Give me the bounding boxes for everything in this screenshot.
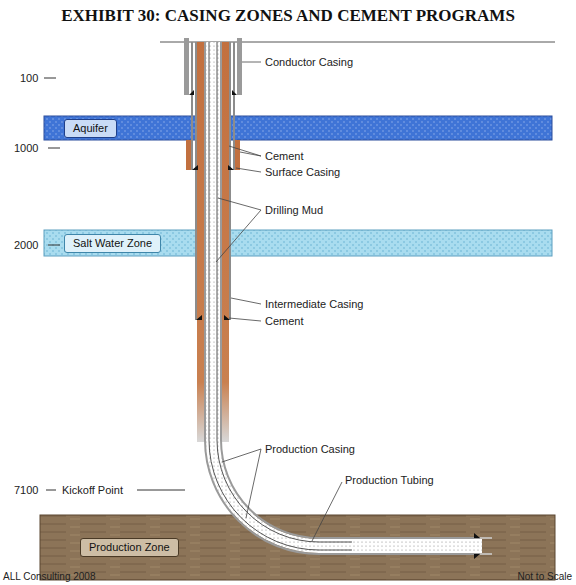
part-label: Cement [265,315,304,328]
depth-number: 100 [20,72,38,85]
production-casing [205,42,480,554]
cement [235,140,240,170]
scale-note: Not to Scale [518,570,572,583]
surface-casing [233,42,235,170]
drilling-mud [213,42,482,546]
depth-number: 7100 [14,484,38,497]
part-label: Production Casing [265,443,355,456]
conductor-casing [237,38,242,95]
depth-label: Kickoff Point [62,484,123,497]
part-label: Cement [265,150,304,163]
part-label: Production Tubing [345,474,434,487]
part-label: Drilling Mud [265,204,323,217]
salt-water-band [44,230,552,256]
cement [197,42,205,442]
intermediate-casing [195,42,197,320]
zone-label: Aquifer [64,119,117,138]
production-casing [221,42,480,538]
figure-title: EXHIBIT 30: CASING ZONES AND CEMENT PROG… [0,6,576,26]
part-label: Conductor Casing [265,56,353,69]
depth-number: 2000 [14,239,38,252]
open-hole [480,538,492,554]
depth-number: 1000 [14,142,38,155]
casing-shoe [196,315,230,320]
surface-casing [191,42,193,170]
part-label: Intermediate Casing [265,298,363,311]
casing-shoe [192,165,234,170]
production-tubing [217,42,352,542]
salt-water-band: Salt Water Zone [44,230,552,256]
cement [186,140,191,170]
credit-note: ALL Consulting 2008 [3,570,95,583]
aquifer-band: Aquifer [44,116,552,140]
zone-label: Salt Water Zone [64,234,161,253]
conductor-casing [184,38,189,95]
casing-shoe [474,533,480,559]
production-tubing [209,42,352,550]
aquifer-band [44,116,552,140]
production-band: Production Zone [40,515,555,580]
part-label: Surface Casing [265,166,340,179]
intermediate-casing [229,42,231,320]
cement [221,42,229,442]
casing-shoe [189,90,237,95]
depth-ticks [44,78,185,490]
zone-label: Production Zone [80,538,179,557]
